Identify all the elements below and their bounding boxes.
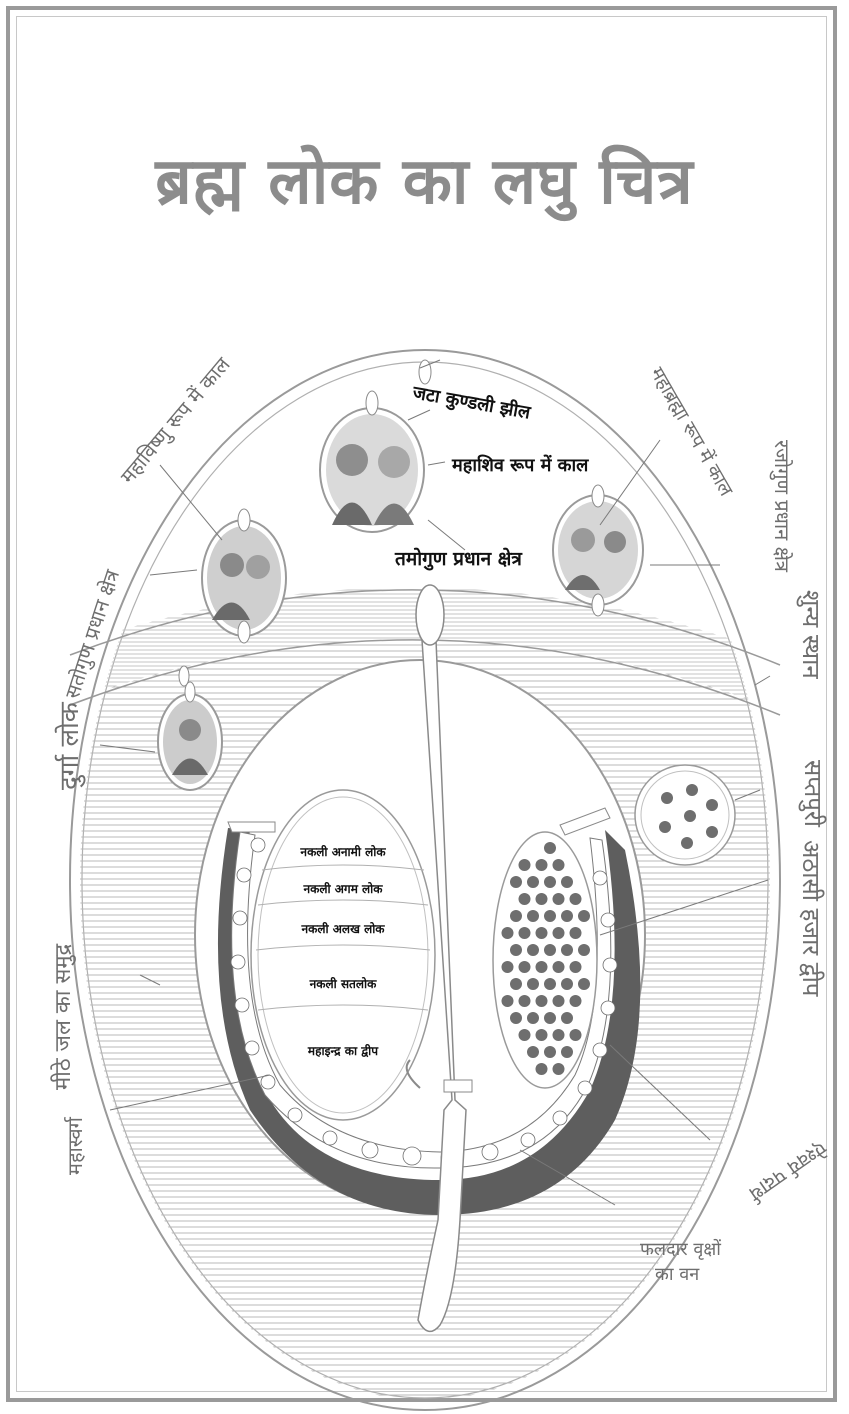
left-tube	[228, 822, 275, 832]
island-dot	[536, 859, 548, 871]
island-dot	[570, 995, 582, 1007]
inner-lok-mahaindra: महाइन्द्र का द्वीप	[307, 1044, 379, 1058]
label-aishwarya: ऐश्वर्य पदार्थ	[744, 1136, 831, 1207]
island-dot	[527, 876, 539, 888]
island-dot	[536, 961, 548, 973]
island-dot	[570, 961, 582, 973]
island-dot	[510, 876, 522, 888]
top-node	[419, 360, 431, 384]
label-mahaswarg: महास्वर्ग	[63, 1116, 87, 1175]
island-dot	[544, 944, 556, 956]
island-dot	[553, 1029, 565, 1041]
inner-lok-agam: नकली अगम लोक	[302, 882, 383, 896]
island-dot	[544, 978, 556, 990]
island-dot	[519, 927, 531, 939]
label-rajogun: रजोगुण प्रधान क्षेत्र	[769, 440, 794, 573]
island-dot	[553, 893, 565, 905]
island-dot	[536, 927, 548, 939]
label-meethe-jal: मीठे जल का समुद्र	[50, 944, 76, 1090]
island-dot	[527, 944, 539, 956]
island-dot	[570, 927, 582, 939]
island-dot	[570, 893, 582, 905]
island-dot	[578, 944, 590, 956]
island-dot	[570, 1029, 582, 1041]
island-dot	[578, 978, 590, 990]
island-dot	[544, 842, 556, 854]
label-phaldar-2: का वन	[655, 1264, 700, 1285]
island-dot	[553, 995, 565, 1007]
island-dot	[544, 1012, 556, 1024]
mahabrahma-portrait	[553, 485, 643, 616]
island-dot	[527, 1046, 539, 1058]
label-mahashiv: महाशिव रूप में काल	[451, 454, 589, 476]
island-dot	[578, 910, 590, 922]
island-dot	[553, 961, 565, 973]
island-dot	[502, 995, 514, 1007]
mahashiv-portrait	[320, 391, 424, 532]
island-dot	[561, 944, 573, 956]
island-dot	[527, 978, 539, 990]
island-dot	[544, 1046, 556, 1058]
island-dot	[544, 910, 556, 922]
island-dot	[519, 893, 531, 905]
island-dot	[502, 927, 514, 939]
island-dot	[519, 995, 531, 1007]
island-dot	[536, 995, 548, 1007]
inner-lok-alakh: नकली अलख लोक	[300, 922, 385, 936]
label-phaldar-1: फलदार वृक्षों	[640, 1238, 721, 1260]
island-dot	[561, 978, 573, 990]
stalk-top	[416, 585, 444, 645]
label-saptpuri: सप्तपुरी	[798, 760, 827, 828]
island-dot	[561, 876, 573, 888]
stalk-node	[444, 1080, 472, 1092]
island-dot	[519, 961, 531, 973]
island-dot	[502, 961, 514, 973]
island-dot	[544, 876, 556, 888]
island-dot	[519, 1029, 531, 1041]
label-jata-kundli: जटा कुण्डली झील	[410, 381, 533, 425]
island-dot	[536, 1063, 548, 1075]
island-dot	[527, 910, 539, 922]
island-dot	[561, 1012, 573, 1024]
island-dot	[510, 910, 522, 922]
island-dot	[536, 1029, 548, 1041]
label-shunya: शुन्य स्थान	[796, 590, 825, 679]
label-tamogun: तमोगुण प्रधान क्षेत्र	[394, 547, 523, 571]
label-durga: दुर्गा लोक	[54, 701, 86, 790]
label-mahabrahma: महाब्रह्मा रूप में काल	[646, 363, 739, 501]
island-dot	[553, 927, 565, 939]
island-dot	[553, 859, 565, 871]
island-dot	[510, 1012, 522, 1024]
island-dot	[561, 910, 573, 922]
island-dot	[527, 1012, 539, 1024]
island-dot	[519, 859, 531, 871]
label-mahavishnu: महाविष्णु रूप में काल	[115, 352, 235, 489]
island-dot	[536, 893, 548, 905]
island-dot	[510, 978, 522, 990]
island-dot	[561, 1046, 573, 1058]
island-dot	[510, 944, 522, 956]
inner-lok-anami: नकली अनामी लोक	[299, 845, 386, 859]
island-dot	[553, 1063, 565, 1075]
label-athasi: अठासी हजार द्वीप	[797, 840, 825, 997]
inner-lok-satlok: नकली सतलोक	[309, 977, 377, 991]
